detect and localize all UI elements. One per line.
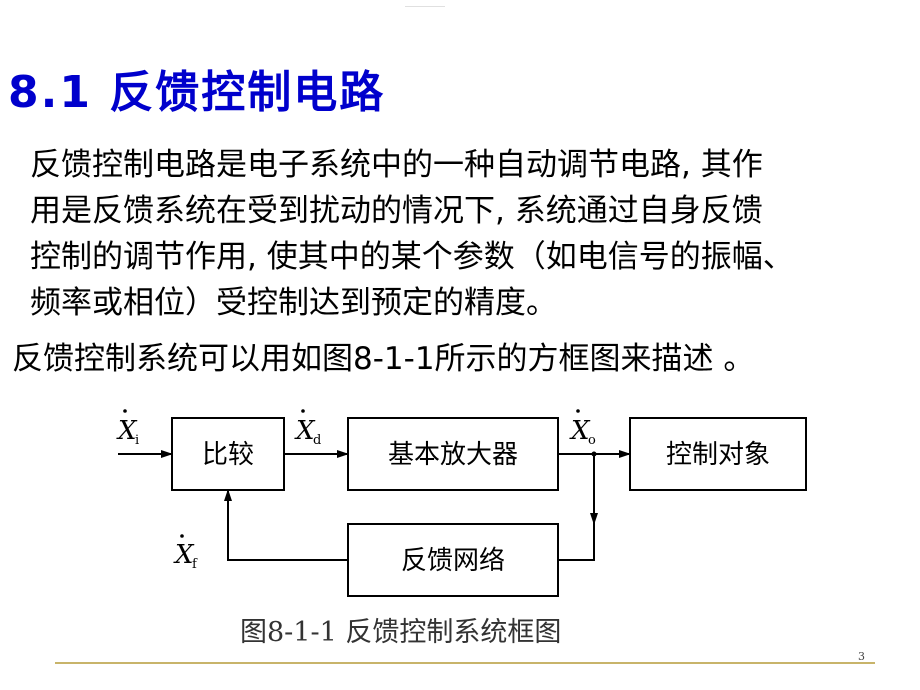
- svg-text:X: X: [569, 416, 591, 446]
- page-number: 3: [858, 650, 865, 663]
- diagram-intro: 反馈控制系统可以用如图8-1-1所示的方框图来描述 。: [12, 341, 755, 377]
- paragraph-line: 用是反馈系统在受到扰动的情况下, 系统通过自身反馈: [30, 193, 763, 229]
- feedback-block-label: 反馈网络: [401, 546, 505, 576]
- paragraph-line: 频率或相位）受控制达到预定的精度。: [30, 285, 557, 321]
- top-decoration: [405, 6, 445, 7]
- svg-text:o: o: [588, 433, 596, 448]
- slide-title: 8.1 反馈控制电路: [8, 67, 386, 118]
- svg-text:X: X: [173, 540, 195, 570]
- feedback-return-line: [558, 524, 595, 561]
- svg-text:d: d: [313, 433, 321, 448]
- body-paragraph: 反馈控制电路是电子系统中的一种自动调节电路, 其作 用是反馈系统在受到扰动的情况…: [30, 142, 900, 326]
- amplifier-block-label: 基本放大器: [388, 440, 518, 470]
- signal-xi-label: X i: [116, 409, 139, 448]
- paragraph-line: 控制的调节作用, 使其中的某个参数（如电信号的振幅、: [30, 239, 794, 275]
- feedback-up-arrow: [224, 489, 348, 561]
- svg-text:f: f: [192, 557, 198, 572]
- plant-block-label: 控制对象: [666, 440, 770, 470]
- svg-text:X: X: [116, 416, 138, 446]
- svg-text:i: i: [135, 433, 139, 448]
- footer-rule: [55, 662, 875, 664]
- signal-xf-label: X f: [173, 534, 198, 572]
- signal-xo-label: X o: [569, 409, 596, 448]
- paragraph-line: 反馈控制电路是电子系统中的一种自动调节电路, 其作: [30, 147, 763, 183]
- signal-xd-label: X d: [294, 409, 321, 448]
- figure-caption: 图8-1-1 反馈控制系统框图: [240, 617, 562, 648]
- amplifier-block: [347, 417, 559, 491]
- compare-block-label: 比较: [202, 440, 254, 470]
- svg-text:X: X: [294, 416, 316, 446]
